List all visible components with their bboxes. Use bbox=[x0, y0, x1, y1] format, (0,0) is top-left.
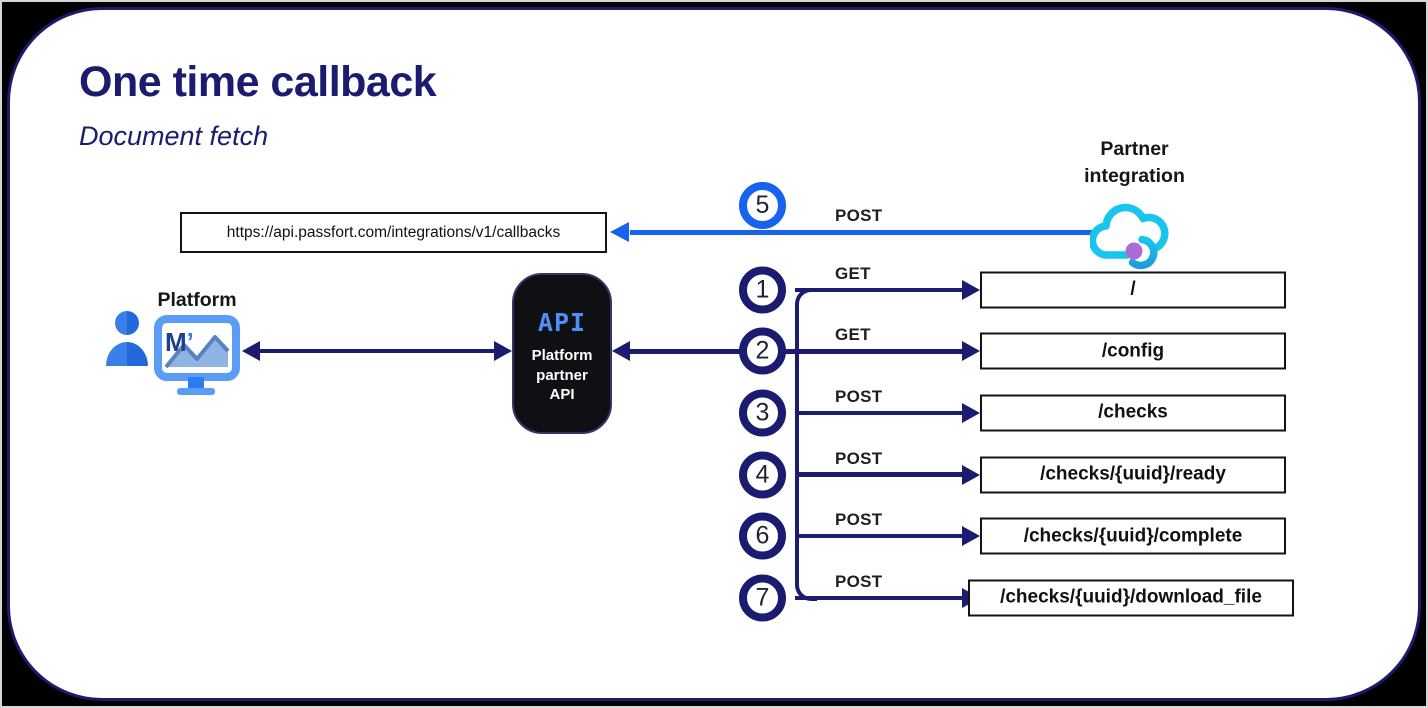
http-method-label: POST bbox=[835, 448, 883, 468]
endpoint-box: /config bbox=[980, 332, 1286, 370]
person-icon bbox=[106, 311, 148, 366]
flow-step-row-2: 2 GET /config bbox=[612, 321, 1320, 383]
step-number-badge: 6 bbox=[739, 512, 786, 560]
cloud-icon bbox=[1090, 203, 1169, 270]
callback-url-box: https://api.passfort.com/integrations/v1… bbox=[180, 212, 607, 253]
flow-arrow-line bbox=[795, 287, 962, 293]
flow-step-row-6: 6 POST /checks/{uuid}/complete bbox=[720, 505, 1320, 567]
api-box-title: API bbox=[537, 308, 587, 337]
flow-arrowhead bbox=[962, 341, 980, 362]
flow-arrow-line bbox=[795, 410, 962, 416]
flow-arrowhead bbox=[962, 279, 980, 300]
partner-label-line1: Partner bbox=[1100, 138, 1169, 160]
step-number-text: 5 bbox=[755, 191, 770, 219]
callback-arrowhead bbox=[610, 222, 629, 242]
flow-arrowhead bbox=[962, 526, 980, 547]
flow-step-row-3: 3 POST /checks bbox=[720, 382, 1320, 444]
page-title: One time callback bbox=[79, 58, 437, 106]
endpoint-box: / bbox=[980, 271, 1286, 309]
api-feed-arrowhead bbox=[612, 341, 630, 362]
flow-rows: 1 GET / 2 GET /config 3 POST /checks 4 P… bbox=[612, 259, 1320, 629]
flow-step-row-7: 7 POST /checks/{uuid}/download_file bbox=[720, 567, 1320, 629]
partner-integration-label: Partner integration bbox=[1042, 136, 1227, 190]
step-number-badge: 1 bbox=[739, 266, 786, 314]
endpoint-box: /checks/{uuid}/ready bbox=[980, 456, 1286, 494]
http-method-label: POST bbox=[835, 571, 883, 591]
api-feed-line bbox=[630, 349, 795, 354]
page-subtitle: Document fetch bbox=[79, 121, 269, 151]
http-method-label: POST bbox=[835, 386, 883, 406]
flow-step-row-1: 1 GET / bbox=[720, 259, 1320, 321]
flow-arrowhead bbox=[962, 464, 980, 485]
flow-arrow-line bbox=[795, 472, 962, 477]
flow-arrow-line bbox=[795, 349, 962, 354]
http-method-label-callback: POST bbox=[835, 206, 883, 225]
http-method-label: GET bbox=[835, 325, 871, 345]
step-number-badge-5: 5 bbox=[739, 182, 786, 229]
endpoint-box: /checks/{uuid}/download_file bbox=[968, 579, 1294, 617]
platform-api-arrowhead-left bbox=[242, 341, 260, 361]
step-number-badge: 4 bbox=[739, 451, 786, 499]
monitor-icon: M’ bbox=[154, 315, 240, 395]
platform-api-arrowhead-right bbox=[494, 341, 512, 361]
platform-api-line bbox=[258, 349, 496, 353]
step-number-badge: 2 bbox=[739, 327, 786, 375]
api-box: API Platform partner API bbox=[512, 273, 612, 434]
callback-url-text: https://api.passfort.com/integrations/v1… bbox=[226, 223, 561, 241]
purple-dot bbox=[1125, 242, 1143, 260]
step-number-badge: 3 bbox=[739, 389, 786, 437]
endpoint-box: /checks bbox=[980, 394, 1286, 432]
callback-arrow-line bbox=[630, 230, 1094, 235]
http-method-label: POST bbox=[835, 510, 883, 530]
http-method-label: GET bbox=[835, 263, 871, 283]
platform-label: Platform bbox=[157, 289, 237, 311]
api-box-subtitle: Platform partner API bbox=[531, 347, 593, 403]
monitor-logo: M’ bbox=[165, 327, 194, 357]
partner-label-line2: integration bbox=[1084, 165, 1185, 187]
step-number-badge: 7 bbox=[739, 574, 786, 622]
flow-step-row-4: 4 POST /checks/{uuid}/ready bbox=[720, 444, 1320, 506]
flow-arrow-line bbox=[795, 595, 962, 601]
endpoint-box: /checks/{uuid}/complete bbox=[980, 517, 1286, 555]
flow-arrowhead bbox=[962, 402, 980, 423]
flow-arrow-line bbox=[795, 533, 962, 539]
